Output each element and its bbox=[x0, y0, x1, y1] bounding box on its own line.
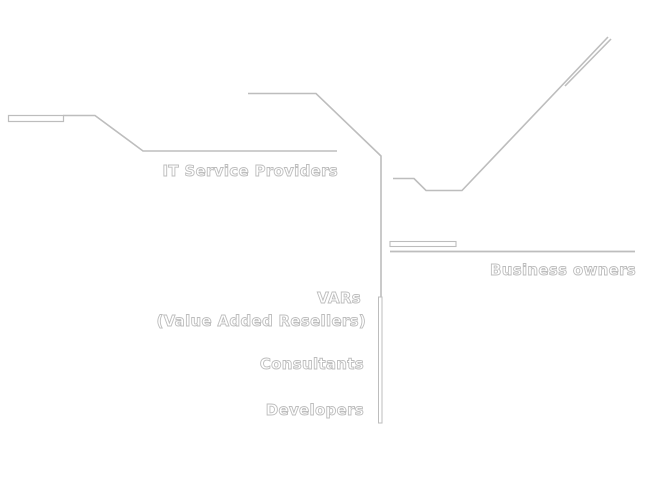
it-service-providers-connector bbox=[7, 114, 337, 152]
right-rising-connector bbox=[393, 36, 612, 192]
it-service-providers-line bbox=[63, 114, 337, 152]
business-owners-label: Business owners bbox=[490, 261, 637, 279]
it-service-providers-label: IT Service Providers bbox=[162, 162, 338, 180]
rising-line-parallel bbox=[564, 38, 612, 87]
developers-label: Developers bbox=[265, 401, 364, 419]
rising-line bbox=[393, 36, 609, 192]
vars-label: VARs bbox=[317, 289, 361, 307]
central-trunk bbox=[248, 92, 383, 424]
trunk-lower-bar bbox=[378, 296, 383, 424]
vars-full-label: (Value Added Resellers) bbox=[156, 312, 366, 330]
trunk-upper-line bbox=[248, 92, 382, 297]
business-owners-bar bbox=[389, 240, 457, 248]
it-service-providers-bar bbox=[7, 114, 65, 123]
business-owners-connector bbox=[389, 240, 635, 253]
consultants-label: Consultants bbox=[259, 355, 364, 373]
